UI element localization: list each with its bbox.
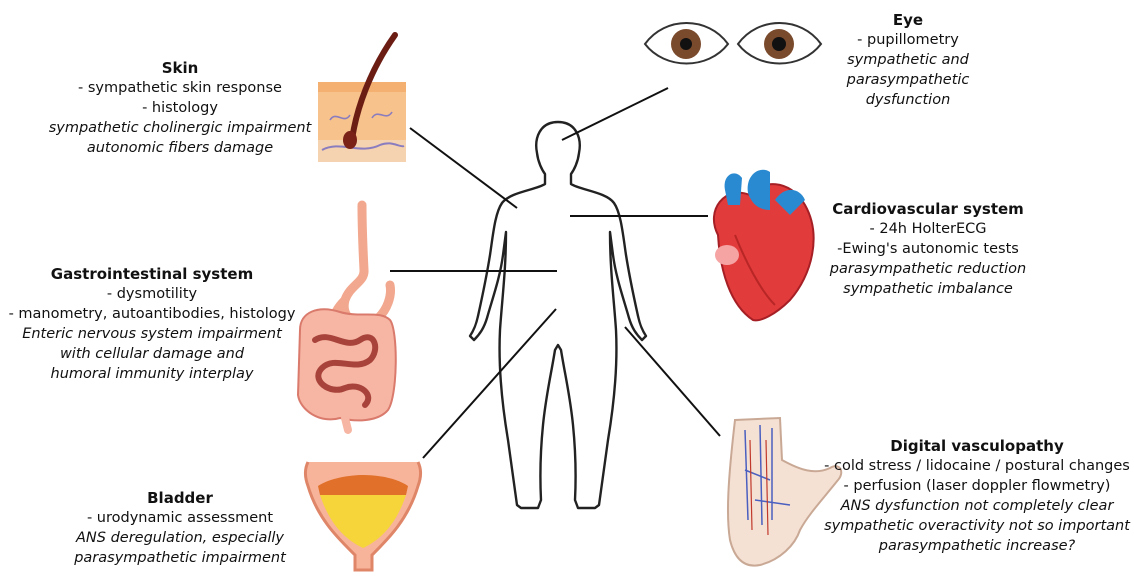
cardio-note-1: parasympathetic reduction [818,259,1038,279]
cardio-line-2: -Ewing's autonomic tests [818,239,1038,259]
digital-line-1: - cold stress / lidocaine / postural cha… [822,456,1132,476]
cardio-title: Cardiovascular system [818,199,1038,219]
bladder-line-1: - urodynamic assessment [60,508,300,528]
gi-note-1: Enteric nervous system impairment [2,324,302,344]
eye-title: Eye [813,10,1003,30]
eye-line-1: - pupillometry [813,30,1003,50]
eye-icon [645,23,821,64]
connector-digital [625,327,720,436]
digital-note-2: sympathetic overactivity not so importan… [822,516,1132,536]
cardio-line-1: - 24h HolterECG [818,219,1038,239]
digital-title: Digital vasculopathy [822,436,1132,456]
skin-line-1: - sympathetic skin response [40,78,320,98]
skin-note-1: sympathetic cholinergic impairment [40,118,320,138]
human-body-outline [470,122,646,508]
gi-line-1: - dysmotility [2,284,302,304]
bladder-title: Bladder [60,488,300,508]
bladder-note-2: parasympathetic impairment [60,548,300,568]
heart-icon [714,170,814,321]
digital-note-3: parasympathetic increase? [822,536,1132,556]
digital-note-1: ANS dysfunction not completely clear [822,496,1132,516]
bladder-note-1: ANS deregulation, especially [60,528,300,548]
skin-title: Skin [40,58,320,78]
digital-info: Digital vasculopathy - cold stress / lid… [822,436,1132,556]
eye-info: Eye - pupillometry sympathetic and paras… [813,10,1003,110]
bladder-info: Bladder - urodynamic assessment ANS dere… [60,488,300,568]
skin-note-2: autonomic fibers damage [40,138,320,158]
skin-info: Skin - sympathetic skin response - histo… [40,58,320,158]
connector-bladder [423,309,556,458]
gi-info: Gastrointestinal system - dysmotility - … [2,264,302,384]
gi-note-2: with cellular damage and [2,344,302,364]
gi-note-3: humoral immunity interplay [2,364,302,384]
connector-skin [410,128,517,208]
eye-note-1: sympathetic and [813,50,1003,70]
gastrointestinal-icon [298,205,396,430]
skin-icon [318,35,406,162]
bladder-icon [305,462,420,570]
eye-note-2: parasympathetic dysfunction [813,70,1003,110]
digital-line-2: - perfusion (laser doppler flowmetry) [822,476,1132,496]
gi-title: Gastrointestinal system [2,264,302,284]
cardio-info: Cardiovascular system - 24h HolterECG -E… [818,199,1038,299]
gi-line-2: - manometry, autoantibodies, histology [2,304,302,324]
cardio-note-2: sympathetic imbalance [818,279,1038,299]
connector-eye [562,88,668,140]
skin-line-2: - histology [40,98,320,118]
